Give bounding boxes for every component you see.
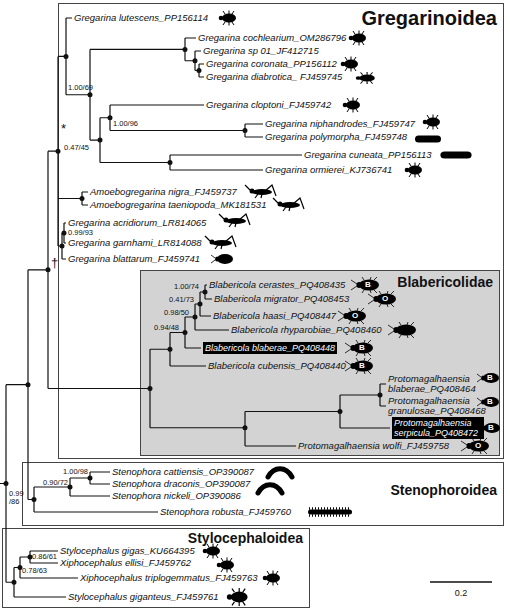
support-value: 1.00/98 xyxy=(63,468,88,476)
highlight-label: Protomagalhaensia serpicula_PQ408472 xyxy=(392,417,484,439)
highlight-label: Blabericola blaberae_PQ408448 xyxy=(203,342,337,354)
host-silhouette xyxy=(219,11,236,26)
host-silhouette xyxy=(245,185,276,198)
host-silhouette xyxy=(268,469,292,477)
scale-label: 0.2 xyxy=(455,589,468,599)
host-silhouette xyxy=(263,571,280,586)
taxon-label: Amoebogregarina taeniopoda_MK181531 xyxy=(90,200,266,210)
host-letter: B xyxy=(359,362,365,370)
host-silhouette xyxy=(343,98,360,113)
node-marker: * xyxy=(61,122,66,135)
host-silhouette xyxy=(356,72,375,84)
clade-title: Stenophoroidea xyxy=(390,483,497,497)
taxon-label: Protomagalhaensia wolfi_FJ459758 xyxy=(298,441,449,451)
host-silhouette xyxy=(349,31,366,46)
support-value: 0.98/50 xyxy=(164,309,189,317)
taxon-label: Protomagalhaensia serpicula_PQ408472 xyxy=(394,418,482,438)
host-letter: O xyxy=(475,442,481,450)
host-silhouette xyxy=(211,254,233,264)
scale-bar xyxy=(430,581,492,583)
taxon-label: Blabericola migrator_PQ408453 xyxy=(214,294,349,304)
taxon-label: Stenophora draconis_OP390087 xyxy=(112,479,250,489)
host-letter: B xyxy=(359,344,365,352)
clade-title: Stylocephaloidea xyxy=(188,531,303,545)
taxon-label: Protomagalhaensia granulosae_PQ408468 xyxy=(388,396,480,417)
taxon-label: Blabericola cubensis_PQ408440 xyxy=(208,361,346,371)
taxon-label: Gregarina sp 01_JF412715 xyxy=(203,46,319,56)
host-silhouette xyxy=(203,544,220,559)
host-silhouette xyxy=(227,588,248,606)
support-value: 0.94/48 xyxy=(154,324,179,332)
taxon-label: Protomagalhaensia blaberae_PQ408464 xyxy=(388,374,480,395)
host-silhouette xyxy=(258,485,282,493)
host-letter: B xyxy=(487,398,493,406)
support-value: 0.99 /86 xyxy=(9,490,27,507)
taxon-label: Blabericola cerastes_PQ408435 xyxy=(209,280,345,290)
host-silhouette xyxy=(219,214,250,227)
taxon-label: Gregarina polymorpha_FJ459748 xyxy=(265,132,407,142)
support-value: 0.99/93 xyxy=(68,229,93,237)
taxon-label: Stenophora robusta_FJ459760 xyxy=(160,507,291,517)
support-value: 1.00/74 xyxy=(174,283,199,291)
taxon-label: Stylocephalus giganteus_FJ459761 xyxy=(68,592,219,602)
taxon-label: Stenophora nickeli_OP390086 xyxy=(112,491,241,501)
taxon-label: Blabericola rhyparobiae_PQ408460 xyxy=(231,325,382,335)
taxon-label: Gregarina coronata_PP156112 xyxy=(206,59,337,69)
taxon-label: Gregarina lutescens_PP156114 xyxy=(74,13,208,23)
taxon-label: Xiphocephalus triplogemmatus_FJ459763 xyxy=(80,573,257,583)
host-letter: O xyxy=(352,312,358,320)
host-silhouette xyxy=(217,558,234,573)
host-silhouette xyxy=(308,509,352,516)
host-silhouette xyxy=(405,163,422,178)
taxon-label: Gregarina ormierei_KJ736741 xyxy=(265,165,392,175)
taxon-label: Gregarina diabrotica_ FJ459745 xyxy=(206,72,342,82)
support-value: 0.41/73 xyxy=(169,296,194,304)
support-value: 1.00/69 xyxy=(68,84,93,92)
host-silhouette xyxy=(440,152,471,159)
taxon-label: Amoebogregarina nigra_FJ459737 xyxy=(90,187,237,197)
support-value: 1.00/96 xyxy=(113,120,138,128)
support-value: 0.86/61 xyxy=(32,553,57,561)
support-value: 0.78/63 xyxy=(22,567,47,575)
taxon-label: Gregarina cuneata_PP156113 xyxy=(304,150,432,160)
host-letter: O xyxy=(382,295,388,303)
node-marker: † xyxy=(51,256,58,269)
taxon-label: Stylocephalus gigas_KU664395 xyxy=(60,546,195,556)
taxon-label: Gregarina niphandrodes_FJ459747 xyxy=(265,119,415,129)
taxon-label: Gregarina blattarum_FJ459741 xyxy=(68,254,200,264)
node-dots xyxy=(6,49,380,582)
support-value: 0.90/72 xyxy=(43,479,68,487)
taxon-label: Gregarina cochlearium_OM286796 xyxy=(198,33,346,43)
host-silhouette xyxy=(423,115,440,130)
clade-title: Gregarinoidea xyxy=(361,8,497,28)
host-silhouette xyxy=(273,198,304,211)
taxon-label: Xiphocephalus ellisi_FJ459762 xyxy=(60,558,191,568)
taxon-label: Gregarina garnhami_LR814088 xyxy=(68,238,202,248)
taxon-label: Gregarina cloptoni_FJ459742 xyxy=(206,100,331,110)
support-value: 0.47/45 xyxy=(64,144,89,152)
host-silhouette xyxy=(205,236,236,249)
clade-title: Blabericolidae xyxy=(397,275,493,289)
taxon-label: Gregarina acridiorum_LR814065 xyxy=(68,218,206,228)
host-silhouette xyxy=(341,57,358,72)
taxon-label: Stenophora cattiensis_OP390087 xyxy=(112,467,254,477)
host-letter: B xyxy=(488,424,494,432)
taxon-label: Blabericola blaberae_PQ408448 xyxy=(205,343,335,353)
taxon-label: Blabericola haasi_PQ408447 xyxy=(213,311,336,321)
host-silhouette xyxy=(415,136,441,143)
host-letter: B xyxy=(487,374,493,382)
host-letter: B xyxy=(365,281,371,289)
